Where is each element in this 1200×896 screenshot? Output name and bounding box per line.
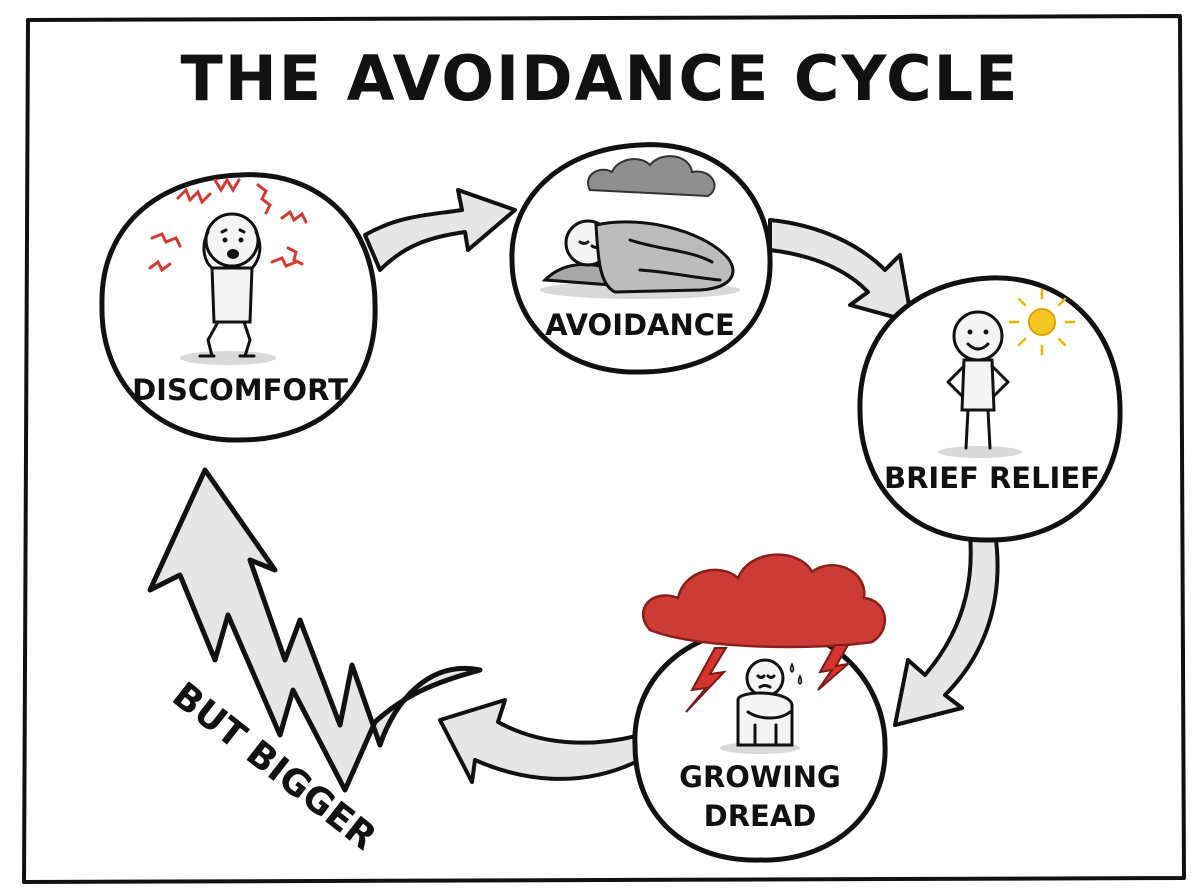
- arrow-discomfort-to-avoidance: [363, 188, 517, 272]
- node-brief-relief: BRIEF RELIEF: [857, 275, 1123, 543]
- stressed-person-icon: [180, 212, 276, 365]
- sleeping-person-icon: [540, 219, 740, 299]
- label-discomfort: DISCOMFORT: [132, 373, 348, 407]
- label-dread: DREAD: [704, 799, 817, 833]
- stress-squiggles-icon: [148, 177, 308, 273]
- frame-border: [22, 14, 1186, 884]
- diagram-title: THE AVOIDANCE CYCLE: [181, 42, 1020, 115]
- label-growing: GROWING: [679, 760, 841, 794]
- gray-cloud-icon: [587, 155, 716, 198]
- arrow-relief-to-dread: [893, 530, 1000, 727]
- arrow-dread-to-return: [438, 698, 642, 784]
- node-discomfort: DISCOMFORT: [99, 172, 378, 443]
- lightning-icon: [685, 647, 728, 713]
- sun-icon: [1008, 288, 1076, 356]
- happy-person-icon: [938, 310, 1022, 458]
- label-avoidance: AVOIDANCE: [545, 308, 735, 342]
- jagged-return-arrow: [147, 467, 483, 793]
- node-avoidance: AVOIDANCE: [509, 142, 773, 375]
- lightning-icon: [817, 644, 852, 691]
- node-growing-dread: GROWING DREAD: [632, 553, 888, 863]
- red-storm-cloud-icon: [641, 553, 887, 649]
- label-brief-relief: BRIEF RELIEF: [884, 461, 1100, 495]
- arrow-avoidance-to-relief: [768, 218, 914, 324]
- crouching-person-icon: [720, 658, 803, 754]
